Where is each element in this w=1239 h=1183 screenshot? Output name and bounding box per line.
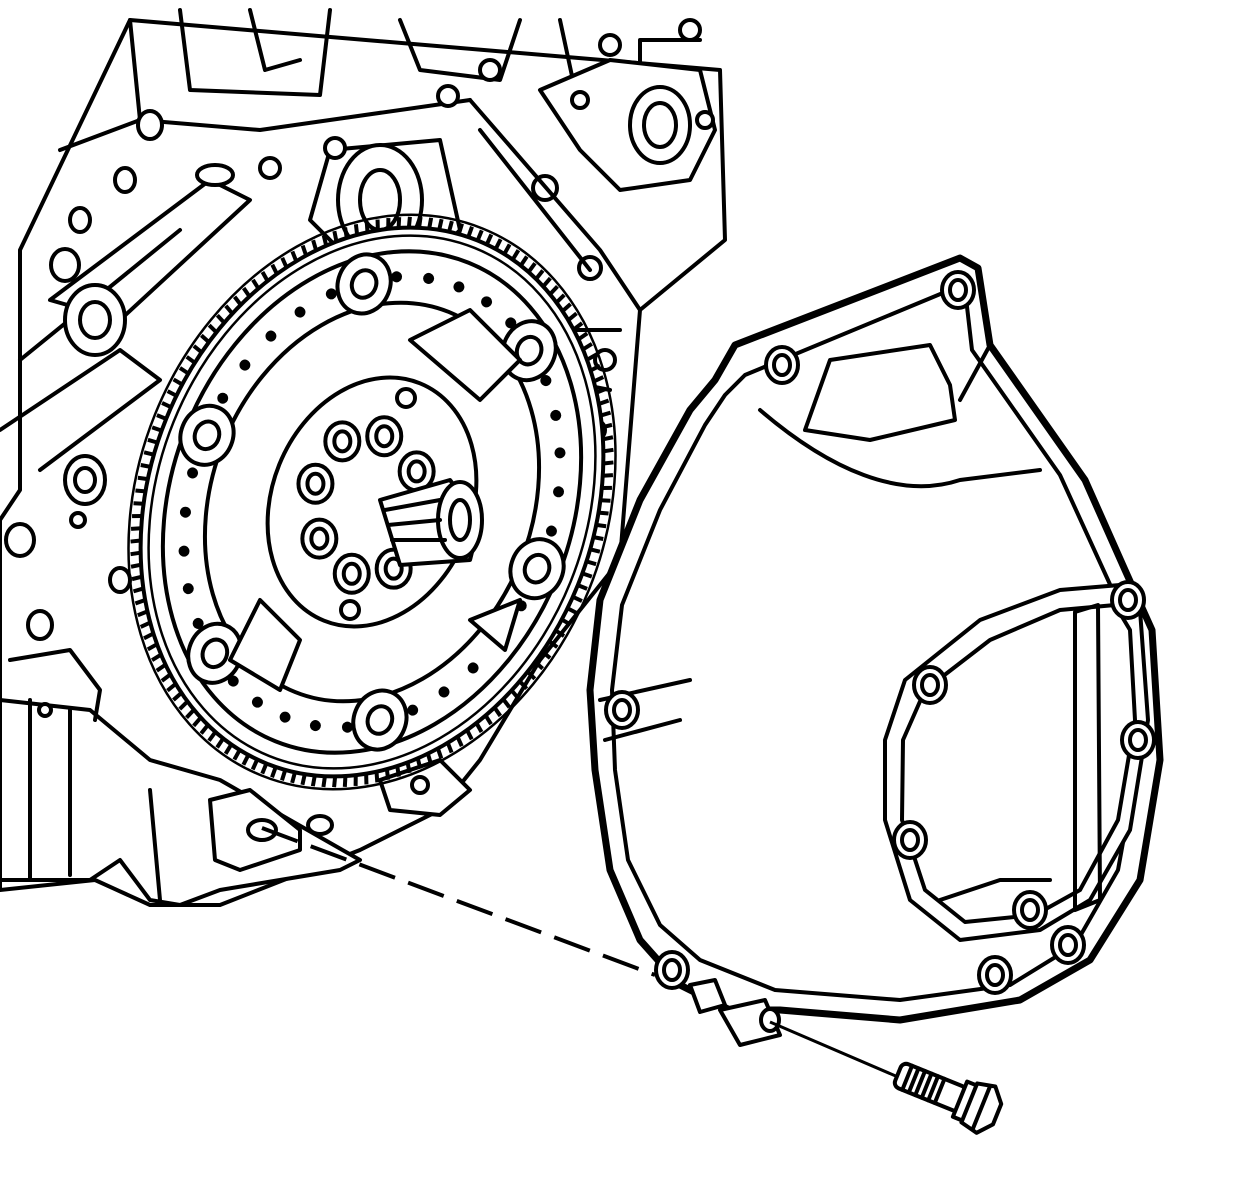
crankshaft-bolt bbox=[365, 415, 404, 458]
balance-hole bbox=[251, 696, 263, 708]
flywheel bbox=[127, 213, 617, 791]
balance-hole bbox=[227, 675, 239, 687]
balance-hole bbox=[438, 686, 450, 698]
balance-hole bbox=[341, 721, 353, 733]
balance-hole bbox=[481, 296, 493, 308]
flywheel-lug bbox=[335, 252, 393, 316]
balance-hole bbox=[279, 711, 291, 723]
balance-hole bbox=[467, 662, 479, 674]
balance-hole bbox=[178, 545, 190, 557]
balance-hole bbox=[505, 317, 517, 329]
balance-hole bbox=[294, 306, 306, 318]
flange-bolt-hole bbox=[1012, 890, 1048, 930]
balance-hole bbox=[179, 506, 191, 518]
crankshaft-bolt bbox=[397, 450, 436, 493]
balance-hole bbox=[309, 720, 321, 732]
bellhousing-bolt bbox=[892, 1061, 1004, 1135]
balance-hole bbox=[325, 288, 337, 300]
flange-bolt-hole bbox=[764, 345, 800, 385]
flange-bolt-hole bbox=[977, 955, 1013, 995]
transmission-bellhousing bbox=[586, 254, 1164, 1047]
flange-bolt-hole bbox=[892, 820, 928, 860]
flange-bolt-hole bbox=[604, 690, 640, 730]
mounting-lugs bbox=[178, 252, 566, 752]
flange-bolt-hole bbox=[1120, 720, 1156, 760]
balance-hole bbox=[217, 392, 229, 404]
balance-hole bbox=[239, 359, 251, 371]
dashed-alignment-line bbox=[261, 826, 656, 977]
balance-hole bbox=[265, 330, 277, 342]
balance-hole bbox=[192, 617, 204, 629]
flange-bolt-hole bbox=[912, 665, 948, 705]
crankshaft-bolt bbox=[300, 517, 339, 560]
balance-hole bbox=[187, 467, 199, 479]
crankshaft-bolt bbox=[296, 462, 335, 505]
balance-hole bbox=[545, 525, 557, 537]
flange-bolt-hole bbox=[654, 950, 690, 990]
flywheel-lug bbox=[178, 403, 236, 467]
crankshaft-pilot bbox=[339, 387, 484, 621]
flange-bolt-hole bbox=[1110, 580, 1146, 620]
balance-hole bbox=[540, 375, 552, 387]
balance-hole bbox=[407, 704, 419, 716]
flange-bolt-hole bbox=[940, 270, 976, 310]
balance-hole bbox=[453, 281, 465, 293]
flange-bolt-hole bbox=[1050, 925, 1086, 965]
bolt-guide-line bbox=[769, 1020, 906, 1082]
balance-hole bbox=[423, 272, 435, 284]
balance-hole bbox=[550, 409, 562, 421]
ring-gear-outline bbox=[127, 213, 617, 791]
balance-hole bbox=[553, 486, 565, 498]
flywheel-lug bbox=[508, 537, 566, 601]
crankshaft-bolt bbox=[323, 420, 362, 463]
crankshaft-bolt bbox=[332, 552, 371, 595]
balance-hole bbox=[391, 271, 403, 283]
flywheel-lug bbox=[351, 688, 409, 752]
balance-hole bbox=[182, 583, 194, 595]
balance-hole bbox=[554, 447, 566, 459]
bellhousing-bolt-bosses bbox=[604, 270, 1156, 995]
